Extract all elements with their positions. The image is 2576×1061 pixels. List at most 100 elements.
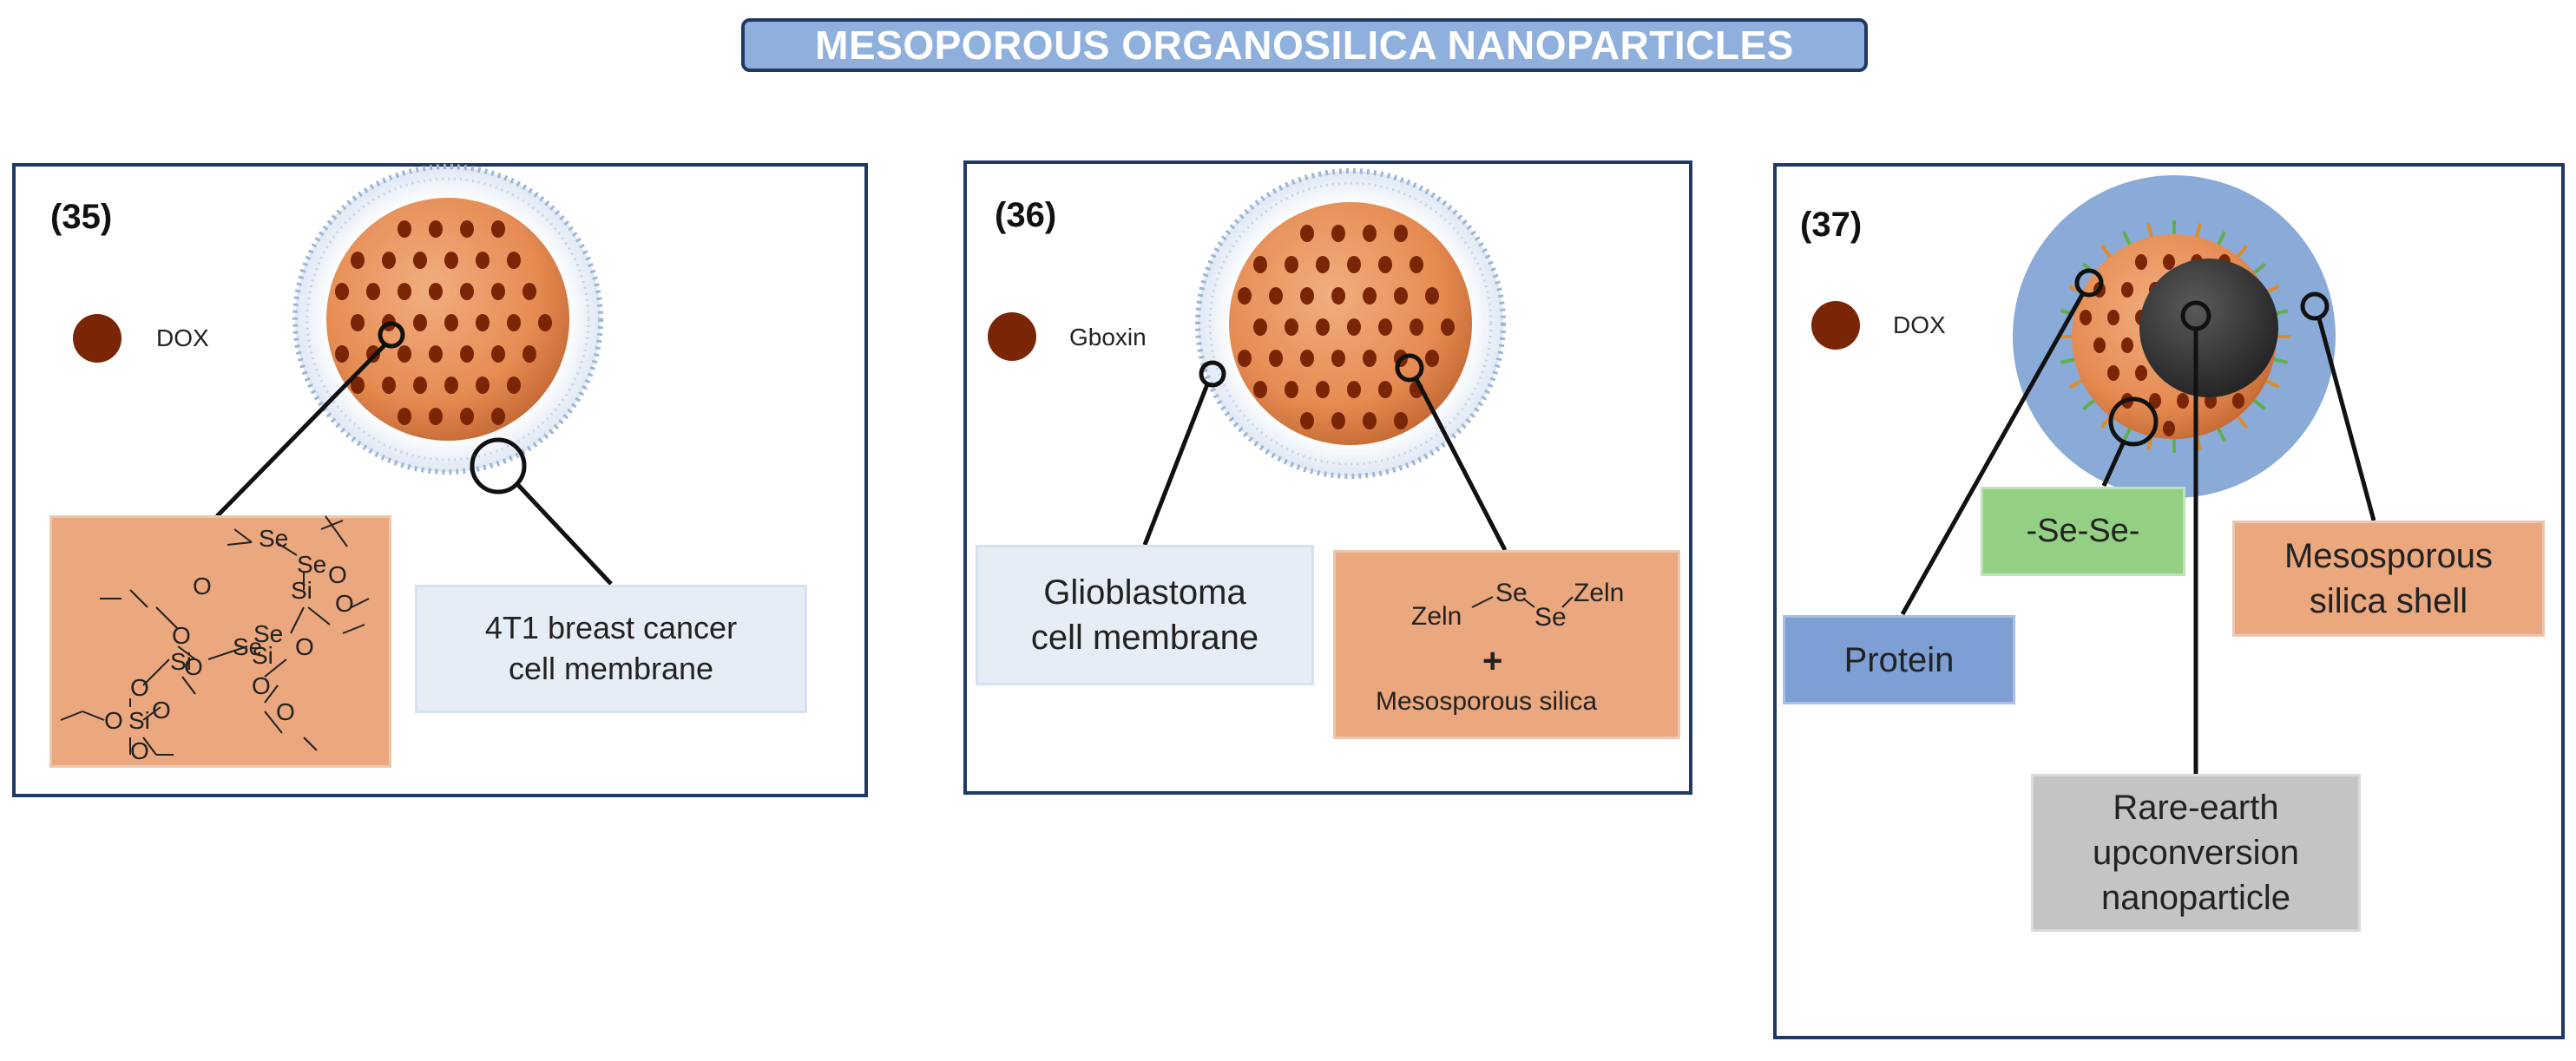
pore-dot [2107, 365, 2119, 381]
pore-dot [538, 314, 552, 331]
pore-dot [2121, 282, 2133, 298]
panel-35-nanoparticle [292, 164, 603, 475]
linker-tick [2237, 244, 2249, 258]
pore-dots [1238, 225, 1455, 429]
leader-lines [215, 268, 2376, 774]
pore-dot [335, 283, 349, 300]
linker-tick [2068, 379, 2083, 389]
pore-dot [351, 314, 365, 331]
linker-tick [2060, 357, 2075, 364]
pore-dot [382, 252, 396, 269]
pore-dot [2080, 310, 2092, 325]
pore-dot [1394, 225, 1408, 242]
pore-dot [491, 345, 505, 363]
pore-dot [1238, 350, 1252, 367]
organosilica-structure-box [49, 515, 391, 768]
pore-dot [2121, 337, 2133, 353]
pore-dot [1300, 287, 1314, 305]
pore-dot [1331, 412, 1345, 429]
protein-label: Protein [1783, 615, 2015, 704]
pore-dot [1363, 225, 1377, 242]
pore-dot [460, 220, 474, 238]
pore-dot [2163, 254, 2175, 270]
silica-shell-label: Mesosporous silica shell [2232, 521, 2545, 637]
pore-dot [1363, 287, 1377, 305]
cell-membrane-label-36: Glioblastoma cell membrane [976, 545, 1314, 685]
pore-dot [1425, 287, 1439, 305]
pore-dot [429, 408, 443, 425]
pore-dot [1347, 256, 1361, 273]
linker-tick [2100, 244, 2112, 258]
pore-dot [1347, 381, 1361, 398]
pore-dot [2149, 393, 2161, 409]
linker-tick [2237, 416, 2249, 429]
pore-dot [1285, 381, 1298, 398]
pore-dot [1425, 350, 1439, 367]
pore-dot [1253, 256, 1267, 273]
pore-dot [491, 283, 505, 300]
pore-dot [2135, 365, 2147, 381]
upconversion-label: Rare-earth upconversion nanoparticle [2031, 774, 2361, 932]
pore-dot [2163, 421, 2175, 436]
pore-dot [1300, 225, 1314, 242]
pore-dot [1316, 256, 1330, 273]
pore-dot [398, 283, 411, 300]
pore-dot [1285, 318, 1298, 336]
pore-dot [1363, 412, 1377, 429]
pore-dot [366, 283, 380, 300]
linker-tick [2122, 428, 2132, 442]
pore-dot [351, 377, 365, 394]
drug-dot-icon [988, 312, 1036, 361]
pore-dot [1331, 225, 1345, 242]
diselenide-label: -Se-Se- [1981, 487, 2185, 576]
pore-dot [1253, 381, 1267, 398]
pore-dot [1316, 381, 1330, 398]
pore-dot [398, 345, 411, 363]
pore-dot [1269, 350, 1283, 367]
pore-dot [522, 283, 536, 300]
pore-dot [476, 314, 490, 331]
pore-dot [460, 283, 474, 300]
pore-dot [1331, 287, 1345, 305]
plus-sign: + [1482, 642, 1503, 680]
pore-dot [491, 220, 505, 238]
linker-tick [2122, 231, 2132, 246]
pore-dot [413, 377, 427, 394]
pore-dot [1316, 318, 1330, 336]
panel-37-legend-text: DOX [1893, 311, 1946, 338]
pore-dot [413, 252, 427, 269]
linker-tick [2217, 231, 2226, 246]
linker-tick [2253, 399, 2267, 411]
pore-dot [351, 252, 365, 269]
pore-dot [1378, 381, 1392, 398]
linker-tick [2146, 222, 2153, 238]
linker-tick [2273, 357, 2289, 364]
pore-dot [1331, 350, 1345, 367]
pore-dot [476, 252, 490, 269]
pore-dot [444, 314, 458, 331]
pore-dot [1363, 350, 1377, 367]
pore-dot [507, 252, 521, 269]
pore-dot [522, 345, 536, 363]
linker-tick [2081, 399, 2095, 411]
mesoporous-silica-caption: Mesosporous silica [1376, 687, 1598, 716]
pore-dot [1269, 287, 1283, 305]
drug-dot-icon [1811, 301, 1860, 350]
pore-dot [398, 408, 411, 425]
pore-dot [1394, 412, 1408, 429]
linker-tick [2265, 379, 2280, 389]
pore-dot [1378, 318, 1392, 336]
pore-dot [1253, 318, 1267, 336]
pore-dot [2093, 337, 2106, 353]
pore-dot [1300, 412, 1314, 429]
figure-title: MESOPOROUS ORGANOSILICA NANOPARTICLES [741, 18, 1868, 72]
pore-dot [507, 314, 521, 331]
linker-tick [2265, 285, 2280, 294]
pore-dot [476, 377, 490, 394]
pore-dot [1378, 256, 1392, 273]
pore-dot [413, 314, 427, 331]
linker-tick [2253, 262, 2267, 274]
cell-membrane-label-35: 4T1 breast cancer cell membrane [415, 585, 807, 713]
pore-dot [2135, 254, 2147, 270]
